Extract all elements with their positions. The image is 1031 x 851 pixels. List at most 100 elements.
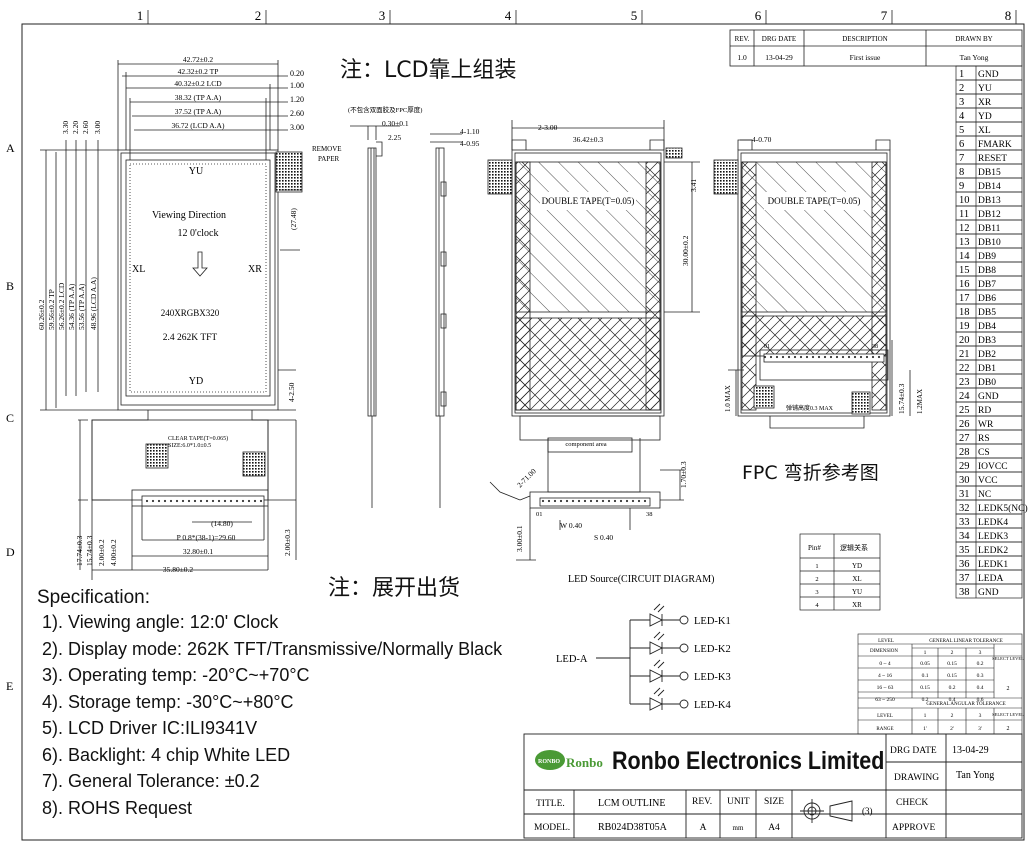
- pin-number: 26: [959, 419, 970, 430]
- grid-row-label: D: [6, 545, 15, 559]
- fpc-thickness-note: (不包含双面胶及FPC厚度): [348, 105, 422, 114]
- remove-paper-note: REMOVE: [312, 145, 342, 153]
- tolerance-value: 0.15: [920, 685, 930, 691]
- touch-yd-label: YD: [189, 376, 203, 387]
- back-dim: 2-71.00: [515, 467, 538, 490]
- grid-row-label: B: [6, 279, 14, 293]
- pin-number: 19: [959, 321, 970, 332]
- sheet-border: [21, 23, 1025, 841]
- grid-row-label: C: [6, 411, 14, 425]
- tolerance-label: LEVEL: [878, 639, 894, 644]
- pin-name: LEDK2: [978, 546, 1008, 556]
- pin-number: 4: [959, 111, 965, 122]
- revision-header: REV.: [735, 35, 750, 43]
- pin-number: 27: [959, 433, 970, 444]
- pin-number: 7: [959, 153, 964, 164]
- pin-number: 37: [959, 573, 970, 584]
- pin-number: 23: [959, 377, 970, 388]
- front-bottom-dim: P 0.8*(38-1)=29.60: [177, 533, 236, 542]
- front-top-dim: 37.52 (TP A.A): [175, 107, 222, 116]
- fpc-dim: 1.2MAX: [916, 389, 924, 414]
- pin-name: RS: [978, 434, 990, 444]
- title-label: TITLE.: [536, 799, 565, 809]
- unit-label: UNIT: [727, 797, 750, 807]
- led-circuit: [596, 603, 689, 711]
- pin-marker: 01: [536, 511, 543, 518]
- pin-name: DB11: [978, 224, 1001, 234]
- revision-header: DESCRIPTION: [842, 35, 888, 43]
- front-top-dim-right: 1.20: [290, 95, 304, 104]
- pin-number: 8: [959, 167, 964, 178]
- side-view: [350, 125, 462, 508]
- pin-name: DB4: [978, 322, 996, 332]
- tolerance-value: 0.2: [977, 661, 984, 667]
- pin-marker: 38: [872, 344, 878, 350]
- pin-name: RD: [978, 406, 991, 416]
- tolerance-value: 0.4: [949, 697, 956, 703]
- pin-name: DB13: [978, 196, 1001, 206]
- back-dim: 3.00±0.1: [515, 525, 524, 552]
- front-left-bottom-dim: 15.74±0.3: [85, 535, 94, 566]
- tolerance-level: 2: [951, 713, 954, 719]
- specification-item: 8). ROHS Request: [42, 797, 193, 818]
- pin-name: DB14: [978, 182, 1001, 192]
- pin-number: 11: [959, 209, 969, 220]
- front-left-dim: 60.26±0.2: [37, 299, 46, 330]
- tolerance-value: 0.05: [920, 661, 930, 667]
- company-name: Ronbo Electronics Limited: [612, 747, 885, 775]
- front-left-dim: 59.56±0.2 TP: [47, 289, 56, 330]
- tolerance-value: 0.15: [947, 661, 957, 667]
- revision-header: DRG DATE: [762, 35, 796, 43]
- touch-table-cell: XL: [852, 575, 861, 583]
- pin-marker: 01: [764, 344, 770, 350]
- logo-text: Ronbo: [566, 755, 603, 770]
- pin-number: 38: [959, 587, 970, 598]
- pin-number: 12: [959, 223, 970, 234]
- pin-number: 31: [959, 489, 970, 500]
- led-cathode-label: LED-K1: [694, 616, 731, 627]
- revision-value: 1.0: [737, 53, 747, 62]
- panel-label: 2.4 262K TFT: [163, 333, 218, 343]
- pin-name: GND: [978, 70, 999, 80]
- pin-number: 28: [959, 447, 970, 458]
- tolerance-title: GENERAL ANGULAR TOLERANCE: [926, 702, 1005, 707]
- pin-name: DB3: [978, 336, 996, 346]
- pin-name: GND: [978, 588, 999, 598]
- led-circuit-title: LED Source(CIRCUIT DIAGRAM): [568, 574, 714, 585]
- component-area-label: component area: [565, 441, 606, 448]
- pin-number: 24: [959, 391, 970, 402]
- pin-number: 1: [959, 69, 964, 80]
- rev-label: REV.: [692, 797, 712, 807]
- front-top-dim: 40.32±0.2 LCD: [174, 79, 222, 88]
- pin-number: 15: [959, 265, 970, 276]
- viewing-direction: Viewing Direction: [152, 210, 226, 221]
- pin-number: 30: [959, 475, 970, 486]
- touch-table-header: 逻辑关系: [840, 543, 868, 552]
- tolerance-level: 2: [951, 650, 954, 656]
- pin-number: 21: [959, 349, 970, 360]
- model-label: MODEL.: [534, 823, 570, 833]
- front-top-dim: 42.32±0.2 TP: [178, 67, 219, 76]
- drg-date-value: 13-04-29: [952, 745, 989, 756]
- dim-label: (27.48): [289, 208, 298, 230]
- rev-value: A: [700, 823, 707, 833]
- pin-number: 33: [959, 517, 970, 528]
- tolerance-level: 1: [924, 650, 927, 656]
- pin-number: 35: [959, 545, 970, 556]
- revision-header: DRAWN BY: [955, 35, 992, 43]
- pin-name: DB8: [978, 266, 996, 276]
- tolerance-range: 0 ~ 4: [879, 661, 890, 667]
- front-top-dim: 36.72 (LCD A.A): [172, 121, 225, 130]
- pin-number: 14: [959, 251, 970, 262]
- pin-number: 22: [959, 363, 970, 374]
- pin-number: 32: [959, 503, 970, 514]
- title-block: [523, 733, 1023, 839]
- grid-row-label: A: [6, 141, 15, 155]
- title-value: LCM OUTLINE: [598, 798, 666, 809]
- svg-text:RONBO: RONBO: [538, 759, 560, 765]
- pin-name: YU: [978, 84, 992, 94]
- unit-value: mm: [733, 824, 744, 832]
- tolerance-value: 0.2: [922, 697, 929, 703]
- touch-xr-label: XR: [248, 264, 262, 275]
- pin-name: LEDK3: [978, 532, 1008, 542]
